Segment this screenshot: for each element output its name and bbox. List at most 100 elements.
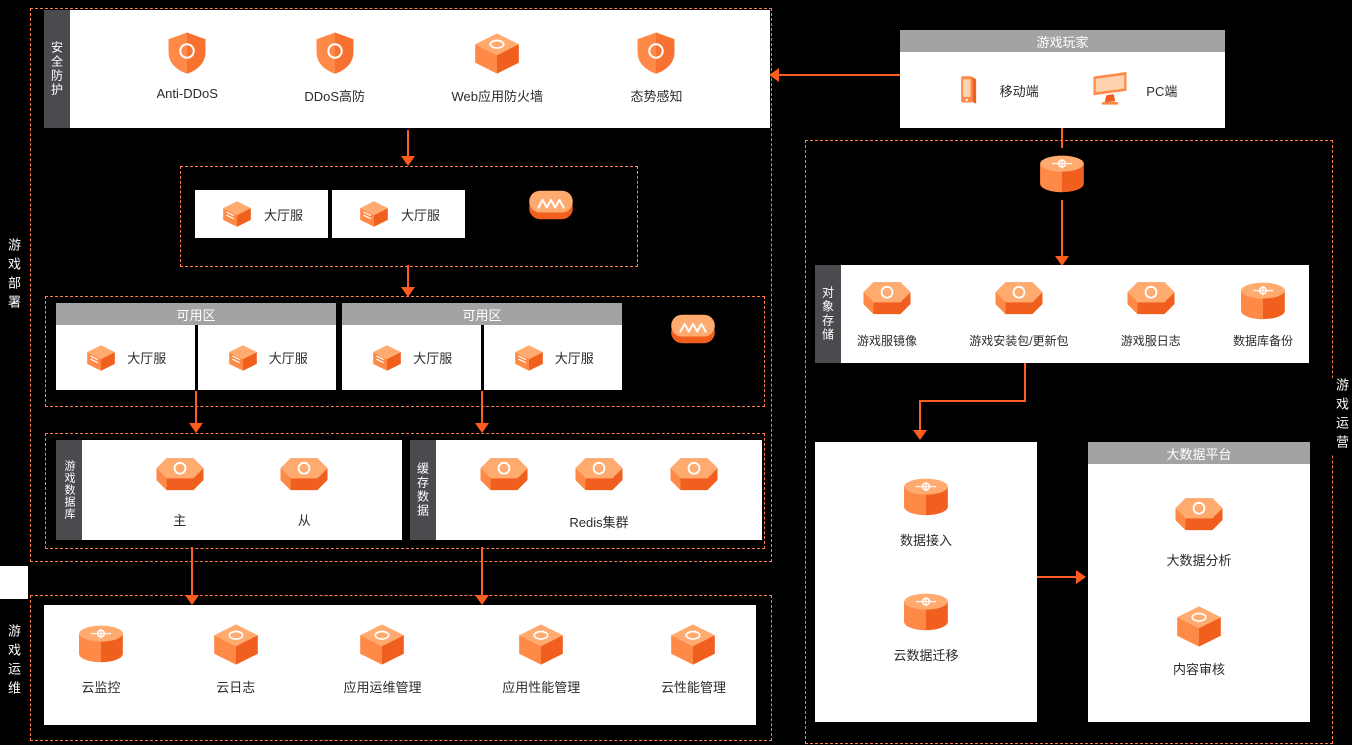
anti-ddos-label: Anti-DDoS <box>156 86 218 101</box>
game-server-log-icon <box>1124 278 1178 325</box>
cloud-monitor-icon <box>74 621 128 668</box>
cache-box: Redis集群 <box>436 440 762 540</box>
lobby-server-icon <box>220 199 254 229</box>
data-access-icon <box>899 474 953 521</box>
data-migration-icon <box>899 589 953 636</box>
players-body: 移动端 PC端 <box>900 52 1225 128</box>
storage-item-package: 游戏安装包/更新包 <box>969 278 1069 363</box>
data-access-label: 数据接入 <box>899 533 952 548</box>
slb-icon <box>524 184 578 231</box>
game-server-image-icon <box>860 278 914 325</box>
storage-box: 游戏服镜像 游戏安装包/更新包 游戏服日志 <box>841 265 1309 363</box>
left-gap-marker <box>0 566 28 599</box>
pc-label: PC端 <box>1146 83 1178 99</box>
connector-cache-to-ops-line <box>481 547 483 597</box>
pc-icon <box>1086 69 1134 111</box>
connector-player-to-security-line <box>779 74 900 76</box>
redis-cluster-label: Redis集群 <box>569 515 629 530</box>
waf-icon <box>470 30 524 77</box>
security-item-waf: Web应用防火墙 <box>451 30 544 105</box>
cache-strip-label: 缓存数据 <box>410 440 436 540</box>
lobby-server-label: 大厅服 <box>127 351 167 366</box>
mobile-label: 移动端 <box>999 83 1039 99</box>
bigdata-item-analysis: 大数据分析 <box>1166 494 1232 569</box>
lobby-server-icon <box>370 343 404 373</box>
edge-label-deploy: 游戏部署 <box>6 238 21 314</box>
connector-security-to-lobby-line <box>407 130 409 158</box>
connector-zone1-to-db-line <box>195 391 197 424</box>
security-strip-label: 安全防护 <box>44 10 70 128</box>
ops-item-monitor: 云监控 <box>74 621 128 725</box>
lobby-server-card: 大厅服 <box>332 190 465 238</box>
connector-zone1-to-db-arrow <box>189 423 203 433</box>
database-box: 主 从 <box>82 440 402 540</box>
players-item-pc: PC端 <box>1086 69 1177 111</box>
lobby-server-label: 大厅服 <box>413 351 453 366</box>
zone-header: 可用区 <box>56 303 336 325</box>
lobby-server-label: 大厅服 <box>263 207 303 223</box>
lobby-server-label: 大厅服 <box>554 351 594 366</box>
connector-zone2-to-cache-arrow <box>475 423 489 433</box>
pipeline-item-access: 数据接入 <box>899 474 953 549</box>
bigdata-body: 大数据分析 内容审核 <box>1088 464 1310 722</box>
lobby-server-card: 大厅服 <box>483 325 622 390</box>
slave-db-label: 从 <box>297 513 311 528</box>
bigdata-item-review: 内容审核 <box>1172 603 1226 678</box>
security-item-antiddos: Anti-DDoS <box>156 30 218 101</box>
redis-node-icon <box>667 454 721 501</box>
connector-storage-elbow-h <box>919 400 1026 402</box>
security-box: Anti-DDoS DDoS高防 Web应用防火墙 态势感知 <box>70 10 770 128</box>
slave-db-icon <box>277 454 331 501</box>
connector-pipeline-to-bigdata-line <box>1037 576 1078 578</box>
lobby-region-border <box>180 166 638 267</box>
players-box: 游戏玩家 移动端 PC端 <box>900 30 1225 128</box>
slb-icon <box>666 308 720 355</box>
game-server-image-label: 游戏服镜像 <box>857 334 918 348</box>
situation-awareness-label: 态势感知 <box>630 89 683 104</box>
storage-item-log: 游戏服日志 <box>1121 278 1181 363</box>
app-performance-management-icon <box>514 621 568 668</box>
connector-player-to-security-arrow <box>769 68 779 82</box>
lobby-server-icon <box>84 343 118 373</box>
availability-zone-2: 可用区 大厅服 大厅服 <box>342 303 622 390</box>
connector-security-to-lobby-arrow <box>401 156 415 166</box>
mobile-icon <box>948 70 988 110</box>
data-migration-label: 云数据迁移 <box>893 648 959 663</box>
anti-ddos-icon <box>160 30 214 77</box>
ops-region-border <box>30 595 772 741</box>
database-strip-label: 游戏数据库 <box>56 440 82 540</box>
lobby-server-card: 大厅服 <box>342 325 481 390</box>
bigdata-analysis-icon <box>1172 494 1226 541</box>
edge-label-ops: 游戏运维 <box>6 624 21 700</box>
lobby-server-icon <box>512 343 546 373</box>
connector-db-to-ops-line <box>191 547 193 597</box>
ddos-protection-label: DDoS高防 <box>304 89 366 104</box>
lobby-server-label: 大厅服 <box>400 207 440 223</box>
ops-item-cloud-perf: 云性能管理 <box>661 621 726 725</box>
zone-body: 大厅服 大厅服 <box>56 325 336 390</box>
game-package-label: 游戏安装包/更新包 <box>969 334 1069 348</box>
lobby-server-card: 大厅服 <box>197 325 336 390</box>
storage-strip-label: 对象存储 <box>815 265 841 363</box>
connector-cache-to-ops-arrow <box>475 595 489 605</box>
bigdata-header: 大数据平台 <box>1088 442 1310 464</box>
cdn-icon-wrap <box>1034 148 1090 200</box>
connector-storage-elbow-v2 <box>919 400 921 432</box>
connector-db-to-ops-arrow <box>185 595 199 605</box>
waf-label: Web应用防火墙 <box>451 89 544 104</box>
cloud-monitor-label: 云监控 <box>81 680 121 695</box>
situation-awareness-icon <box>629 30 683 77</box>
cdn-icon <box>1035 151 1089 198</box>
cloud-performance-management-label: 云性能管理 <box>660 680 726 695</box>
app-ops-management-label: 应用运维管理 <box>343 680 422 695</box>
app-ops-management-icon <box>355 621 409 668</box>
lobby-server-icon <box>357 199 391 229</box>
connector-zone2-to-cache-line <box>481 391 483 424</box>
lobby-server-icon <box>226 343 260 373</box>
lobby-server-card: 大厅服 <box>195 190 328 238</box>
ops-box: 云监控 云日志 应用运维管理 应用性能管理 <box>44 605 756 725</box>
content-review-label: 内容审核 <box>1172 662 1225 677</box>
availability-zone-1: 可用区 大厅服 大厅服 <box>56 303 336 390</box>
zone-header: 可用区 <box>342 303 622 325</box>
